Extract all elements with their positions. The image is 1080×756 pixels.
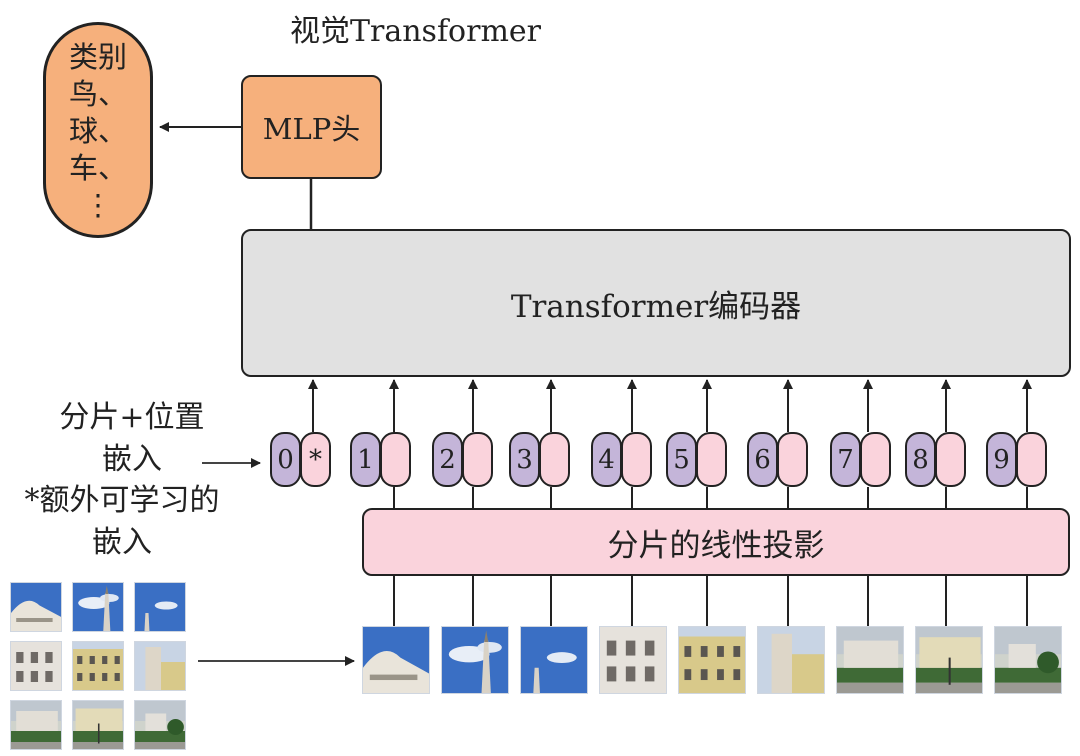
image-patch-8	[915, 626, 983, 694]
patch-embedding-slot	[462, 432, 493, 487]
embedding-label-line: 嵌入	[102, 442, 162, 477]
embedding-token-8: 8	[905, 432, 967, 487]
position-index: 7	[830, 432, 861, 487]
embedding-token-7: 7	[830, 432, 892, 487]
embedding-token-2: 2	[432, 432, 494, 487]
patch-embedding-slot	[777, 432, 808, 487]
transformer-encoder-box: Transformer编码器	[241, 229, 1071, 377]
encoder-label: Transformer编码器	[510, 288, 802, 325]
grid-patch-2	[72, 582, 124, 632]
patch-embedding-slot	[935, 432, 966, 487]
class-line: ⋮	[83, 188, 113, 222]
mlp-head-box: MLP头	[241, 75, 382, 179]
embedding-token-4: 4	[591, 432, 653, 487]
class-output-pill: 类别 鸟、 球、 车、 ⋮	[43, 22, 153, 238]
image-patch-6	[757, 626, 825, 694]
grid-patch-8	[72, 700, 124, 750]
patch-embedding-slot	[539, 432, 570, 487]
image-patch-5	[678, 626, 746, 694]
grid-patch-7	[10, 700, 62, 750]
embedding-token-9: 9	[986, 432, 1048, 487]
embedding-token-1: 1	[350, 432, 412, 487]
position-index: 8	[905, 432, 936, 487]
class-line: 鸟、	[68, 77, 127, 111]
image-patch-7	[836, 626, 904, 694]
patch-embedding-slot	[696, 432, 727, 487]
mlp-head-label: MLP头	[262, 112, 361, 146]
embedding-token-3: 3	[509, 432, 571, 487]
grid-patch-9	[134, 700, 186, 750]
image-patch-1	[362, 626, 430, 694]
extra-label-line: 嵌入	[92, 525, 152, 560]
patch-embedding-slot	[621, 432, 652, 487]
grid-patch-4	[10, 641, 62, 691]
position-index: 4	[591, 432, 622, 487]
embedding-token-6: 6	[747, 432, 809, 487]
extra-label-line: *额外可学习的	[24, 483, 220, 518]
diagram-title: 视觉Transformer	[290, 14, 542, 49]
class-line: 球、	[68, 114, 127, 148]
embedding-label-line: 分片+位置	[59, 400, 205, 435]
position-index: 5	[666, 432, 697, 487]
patch-embedding-slot	[860, 432, 891, 487]
extra-embedding-label: *额外可学习的 嵌入	[0, 480, 244, 564]
image-patch-9	[994, 626, 1062, 694]
grid-patch-5	[72, 641, 124, 691]
patch-embedding-slot: *	[300, 432, 331, 487]
class-line: 车、	[68, 151, 127, 185]
embedding-token-5: 5	[666, 432, 728, 487]
grid-patch-6	[134, 641, 186, 691]
image-patch-4	[599, 626, 667, 694]
position-index: 0	[270, 432, 301, 487]
grid-patch-3	[134, 582, 186, 632]
position-index: 2	[432, 432, 463, 487]
projection-label: 分片的线性投影	[607, 527, 825, 564]
embedding-label: 分片+位置 嵌入	[22, 397, 242, 481]
position-index: 1	[350, 432, 381, 487]
class-line: 类别	[68, 40, 127, 74]
linear-projection-box: 分片的线性投影	[362, 508, 1070, 576]
image-patch-3	[520, 626, 588, 694]
patch-embedding-slot	[380, 432, 411, 487]
grid-patch-1	[10, 582, 62, 632]
position-index: 6	[747, 432, 778, 487]
patch-embedding-slot	[1016, 432, 1047, 487]
position-index: 9	[986, 432, 1017, 487]
embedding-token-0: 0*	[270, 432, 332, 487]
position-index: 3	[509, 432, 540, 487]
image-patch-2	[441, 626, 509, 694]
